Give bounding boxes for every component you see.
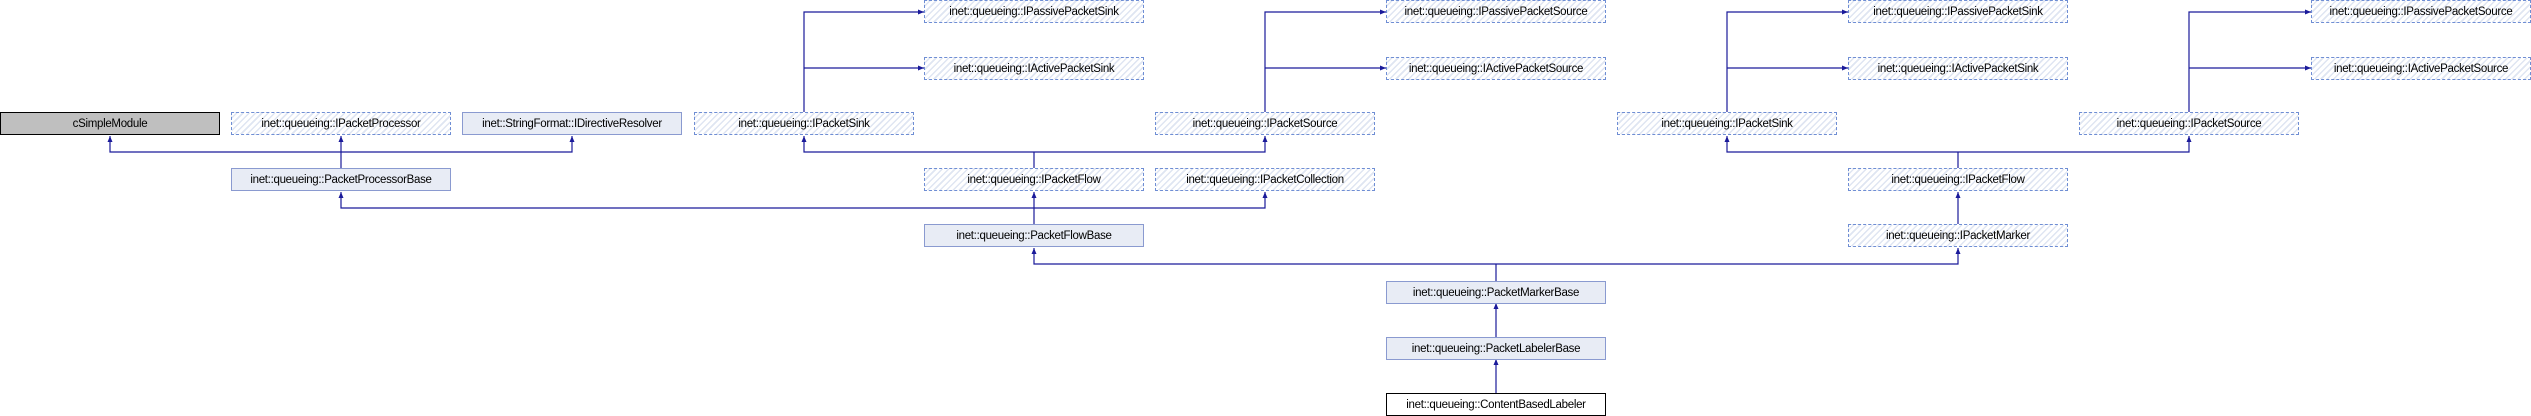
arrowhead-icon [918, 65, 924, 71]
inheritance-edge [1726, 11, 1848, 112]
arrowhead-icon [2305, 65, 2311, 71]
class-node-ipacketsink[interactable]: inet::queueing::IPacketSink [694, 112, 914, 135]
class-node-ipassivepacketsource[interactable]: inet::queueing::IPassivePacketSource [1386, 0, 1606, 23]
arrowhead-icon [1262, 192, 1268, 198]
inheritance-edge [803, 136, 1266, 153]
class-node-idirectiveresolver[interactable]: inet::StringFormat::IDirectiveResolver [462, 112, 682, 135]
class-node-iactivepacketsink[interactable]: inet::queueing::IActivePacketSink [1848, 57, 2068, 80]
class-node-ipassivepacketsource[interactable]: inet::queueing::IPassivePacketSource [2311, 0, 2531, 23]
class-node-csimplemodule[interactable]: cSimpleModule [0, 112, 220, 135]
arrowhead-icon [107, 136, 113, 142]
inheritance-edge [1033, 248, 1959, 265]
arrowhead-icon [1955, 192, 1961, 198]
arrowhead-icon [569, 136, 575, 142]
class-node-packetflowbase[interactable]: inet::queueing::PacketFlowBase [924, 224, 1144, 247]
class-node-packetlabelerbase[interactable]: inet::queueing::PacketLabelerBase [1386, 337, 1606, 360]
class-node-iactivepacketsource[interactable]: inet::queueing::IActivePacketSource [1386, 57, 1606, 80]
class-node-packetmarkerbase[interactable]: inet::queueing::PacketMarkerBase [1386, 281, 1606, 304]
class-node-ipassivepacketsink[interactable]: inet::queueing::IPassivePacketSink [1848, 0, 2068, 23]
arrowhead-icon [1955, 248, 1961, 254]
arrowhead-icon [1031, 192, 1037, 198]
class-node-iactivepacketsink[interactable]: inet::queueing::IActivePacketSink [924, 57, 1144, 80]
class-node-iactivepacketsource[interactable]: inet::queueing::IActivePacketSource [2311, 57, 2531, 80]
arrowhead-icon [1724, 136, 1730, 142]
class-node-ipacketmarker[interactable]: inet::queueing::IPacketMarker [1848, 224, 2068, 247]
arrowhead-icon [801, 136, 807, 142]
arrowhead-icon [338, 136, 344, 142]
inheritance-edge [1264, 11, 1386, 112]
arrowhead-icon [1493, 359, 1499, 365]
arrowhead-icon [338, 192, 344, 198]
arrowhead-icon [1493, 303, 1499, 309]
inheritance-edge [1726, 136, 2190, 153]
arrowhead-icon [1842, 9, 1848, 15]
class-node-ipacketsource[interactable]: inet::queueing::IPacketSource [2079, 112, 2299, 135]
arrowhead-icon [1842, 65, 1848, 71]
arrowhead-icon [1031, 248, 1037, 254]
class-node-ipacketflow[interactable]: inet::queueing::IPacketFlow [1848, 168, 2068, 191]
class-node-ipacketprocessor[interactable]: inet::queueing::IPacketProcessor [231, 112, 451, 135]
inheritance-edge [2188, 11, 2311, 112]
class-node-ipacketsource[interactable]: inet::queueing::IPacketSource [1155, 112, 1375, 135]
arrowhead-icon [1262, 136, 1268, 142]
inheritance-edge [340, 192, 1266, 209]
class-node-ipacketflow[interactable]: inet::queueing::IPacketFlow [924, 168, 1144, 191]
class-node-packetprocessorbase[interactable]: inet::queueing::PacketProcessorBase [231, 168, 451, 191]
class-node-ipacketsink[interactable]: inet::queueing::IPacketSink [1617, 112, 1837, 135]
arrowhead-icon [2186, 136, 2192, 142]
arrowhead-icon [2305, 9, 2311, 15]
inheritance-edge [803, 11, 924, 112]
class-node-contentbasedlabeler: inet::queueing::ContentBasedLabeler [1386, 393, 1606, 416]
class-node-ipassivepacketsink[interactable]: inet::queueing::IPassivePacketSink [924, 0, 1144, 23]
arrowhead-icon [1380, 9, 1386, 15]
class-node-ipacketcollection[interactable]: inet::queueing::IPacketCollection [1155, 168, 1375, 191]
arrowhead-icon [1380, 65, 1386, 71]
arrowhead-icon [918, 9, 924, 15]
